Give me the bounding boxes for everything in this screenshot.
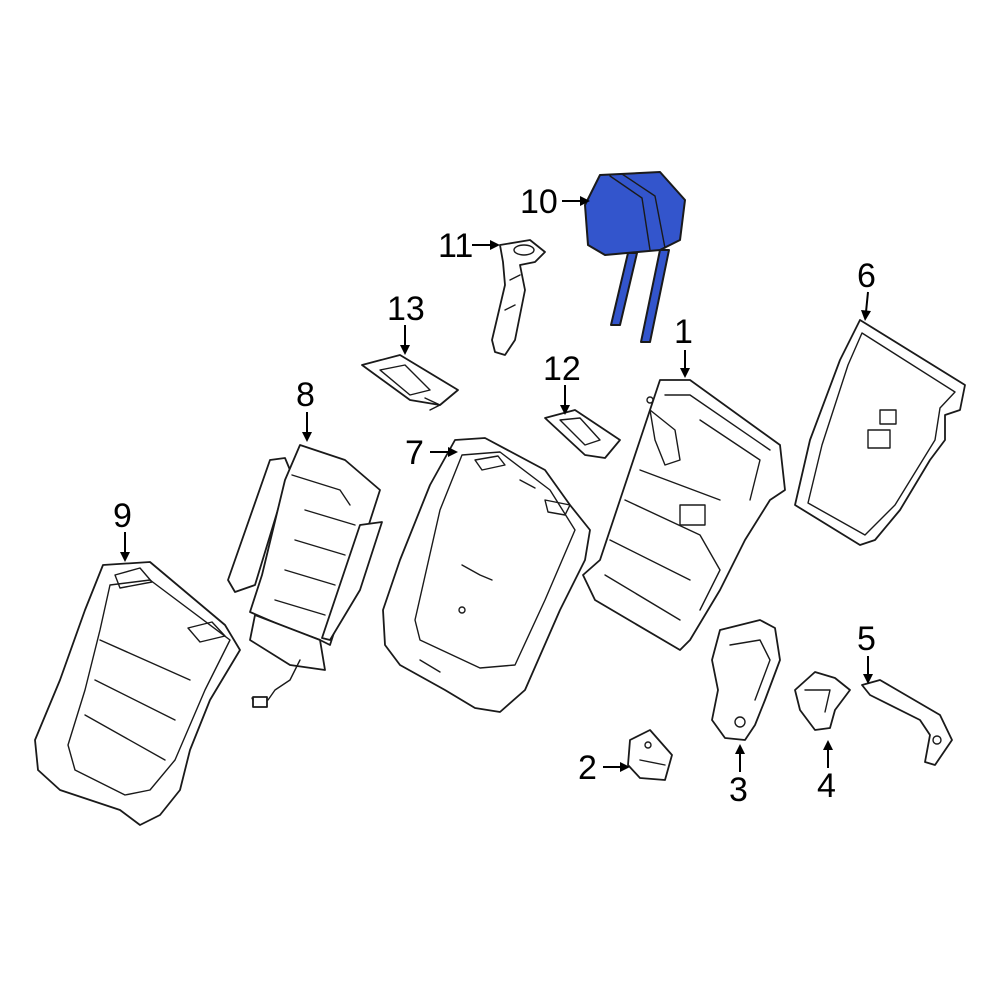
callout-13: 13 xyxy=(387,290,425,328)
callout-12: 12 xyxy=(543,350,581,388)
part-11-headrest-guide[interactable] xyxy=(491,239,546,356)
callout-2: 2 xyxy=(578,749,597,787)
part-9-seat-back-cover[interactable] xyxy=(34,561,241,826)
part-8-seat-back-pad[interactable] xyxy=(227,444,383,708)
callout-9: 9 xyxy=(113,497,132,535)
callout-3: 3 xyxy=(729,771,748,809)
part-7-seat-back-frame[interactable] xyxy=(382,437,591,713)
part-2-small-bracket[interactable] xyxy=(627,729,673,781)
callout-7: 7 xyxy=(405,434,424,472)
part-3-bracket[interactable] xyxy=(711,619,781,741)
callout-5: 5 xyxy=(857,620,876,658)
part-4-bracket[interactable] xyxy=(794,671,851,731)
callout-8: 8 xyxy=(296,376,315,414)
part-6-back-panel[interactable] xyxy=(794,319,966,546)
part-5-strap-bracket[interactable] xyxy=(861,679,953,766)
callout-6: 6 xyxy=(857,257,876,295)
callout-11: 11 xyxy=(438,227,473,265)
part-10-headrest[interactable] xyxy=(584,171,686,343)
part-13-tray[interactable] xyxy=(361,354,459,411)
part-12-cover[interactable] xyxy=(544,409,621,459)
part-1-seat-back-structure[interactable] xyxy=(582,379,786,651)
callout-arrows xyxy=(120,196,873,772)
callout-4: 4 xyxy=(817,767,836,805)
callout-1: 1 xyxy=(674,313,693,351)
callout-10: 10 xyxy=(520,183,558,221)
